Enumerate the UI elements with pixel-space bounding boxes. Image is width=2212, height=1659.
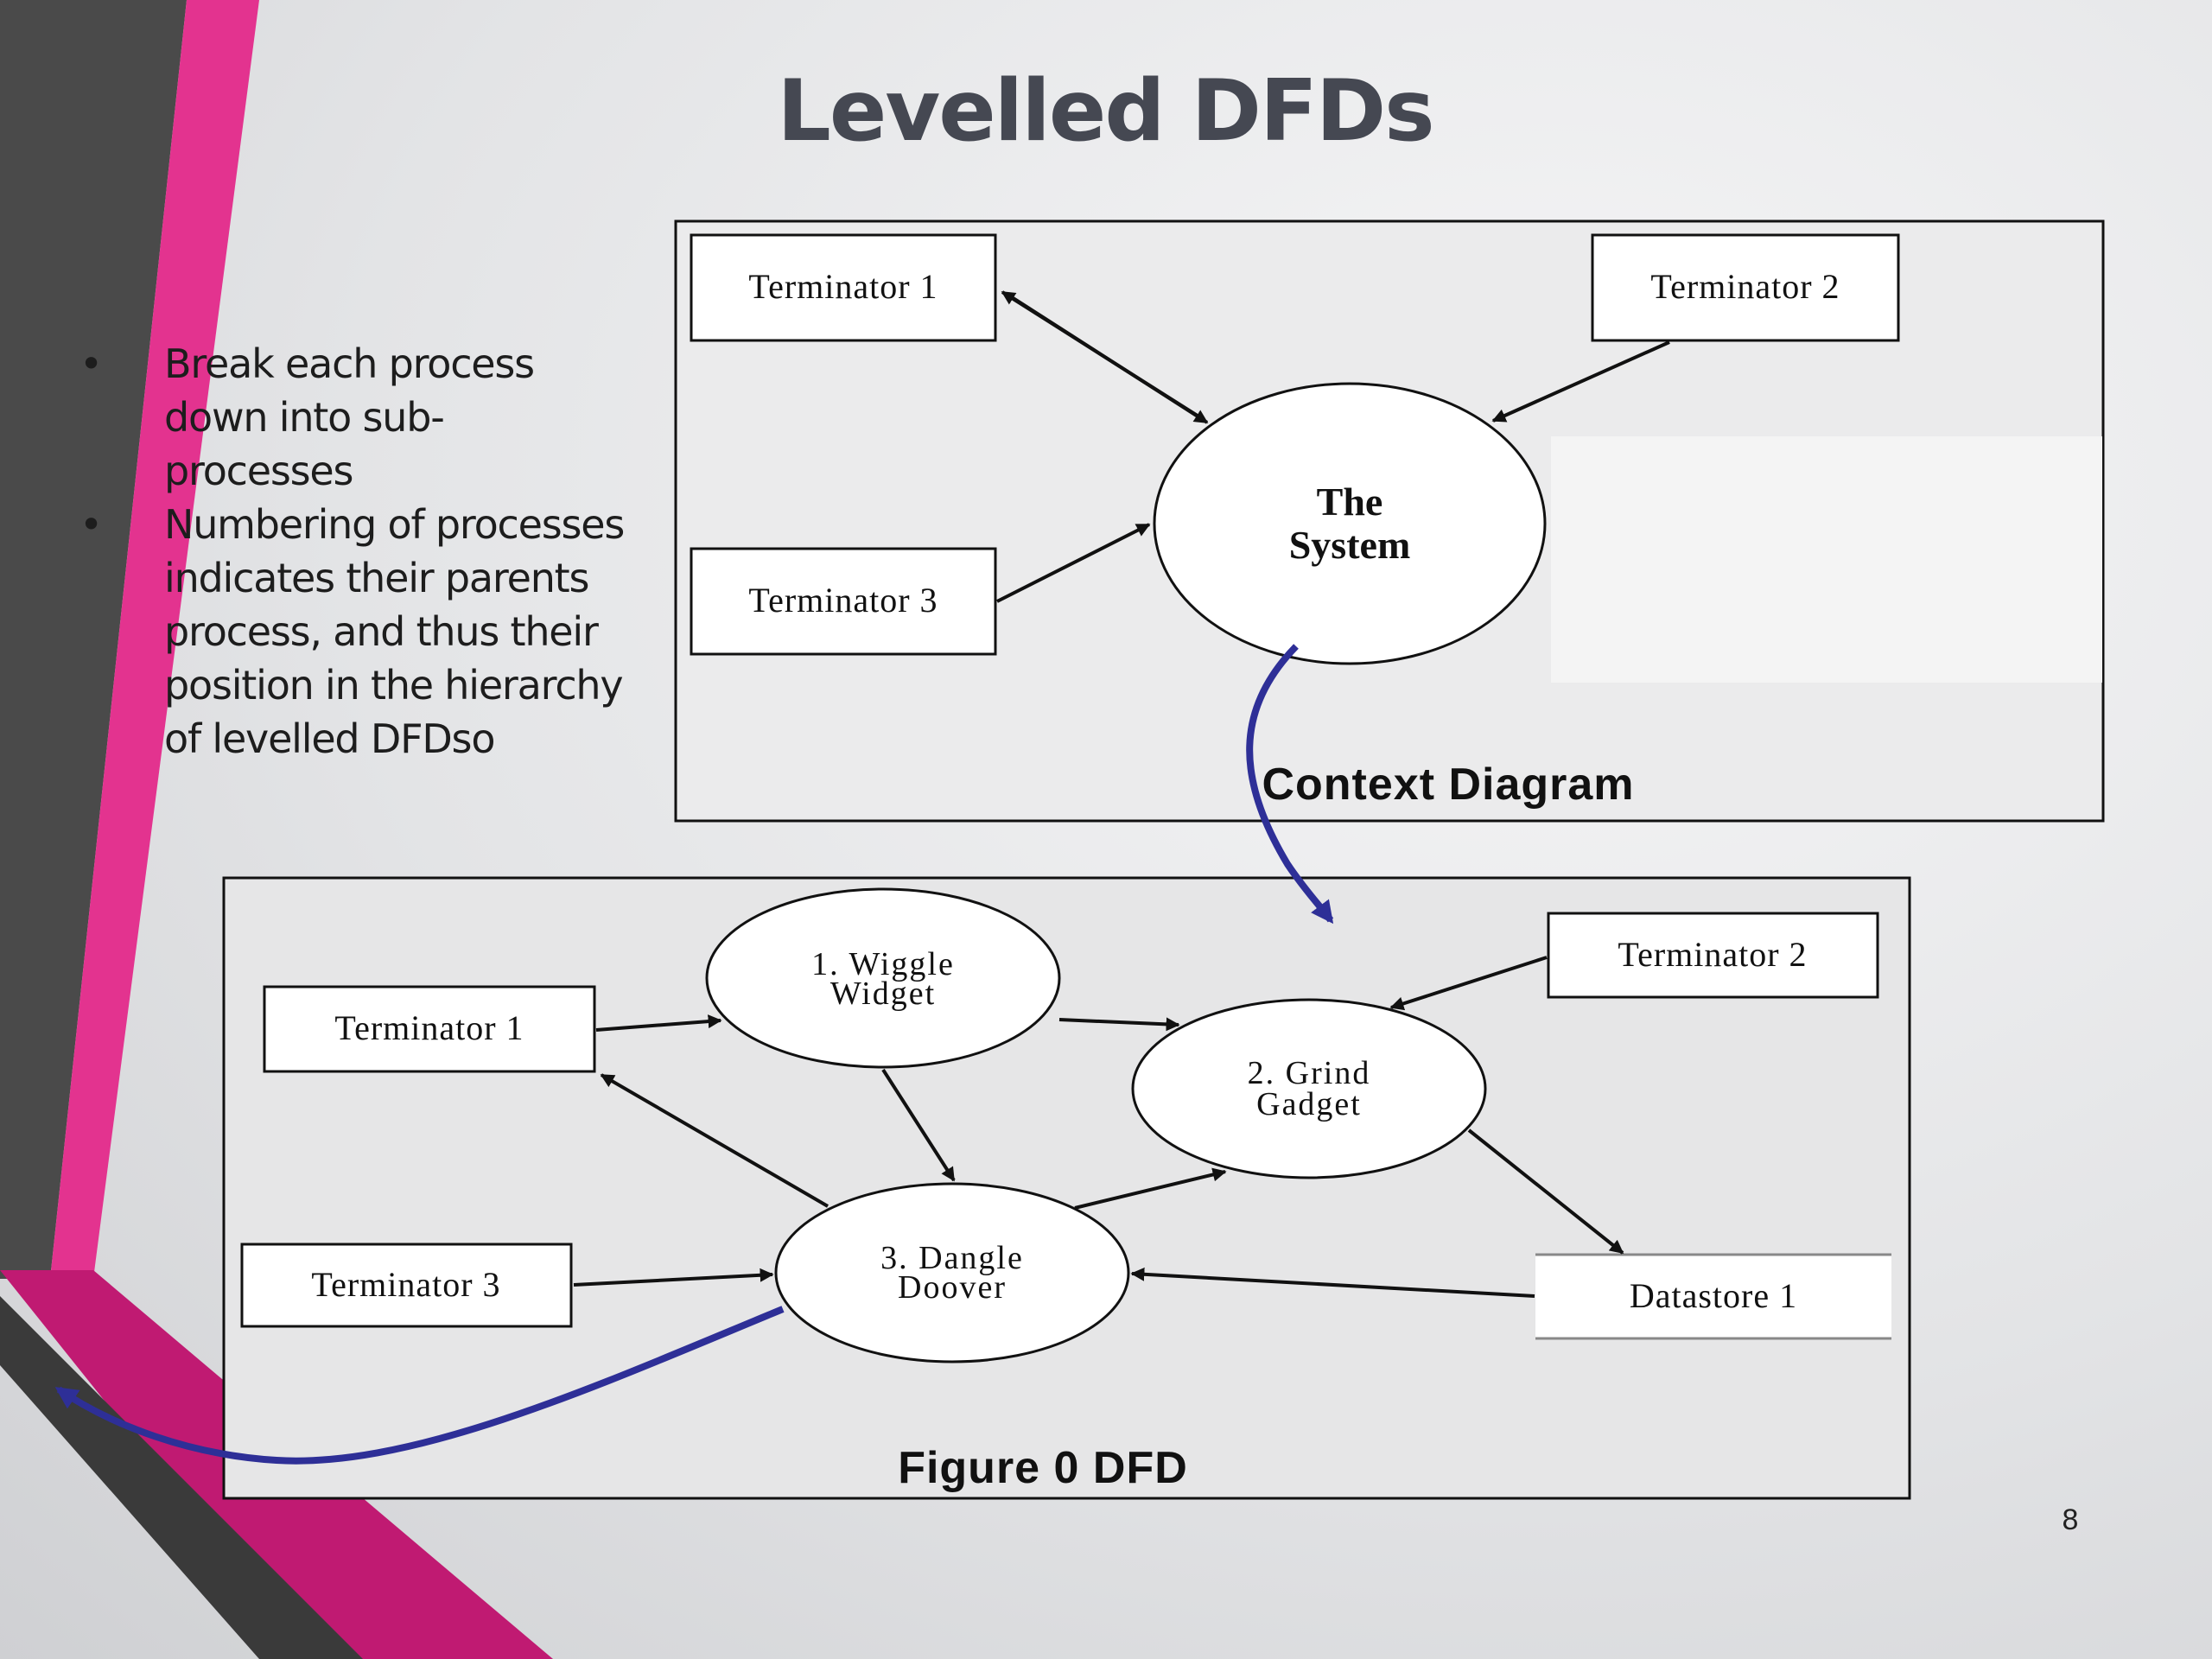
bullet-item: • Numbering of processes indicates their… [79,498,667,766]
figure0-datastore-label: Datastore 1 [1630,1276,1797,1315]
figure0-terminator-3-label: Terminator 3 [311,1265,500,1304]
figure0-terminator-2: Terminator 2 [1547,912,1879,999]
figure0-terminator-3: Terminator 3 [240,1243,573,1328]
figure0-terminator-1-label: Terminator 1 [334,1008,524,1047]
process-dangle-doover: 3. Dangle Doover [774,1182,1130,1363]
context-terminator-1: Terminator 1 [690,233,997,342]
process-1-line1: 1. Wiggle [811,946,955,982]
page-number: 8 [2062,1503,2079,1536]
process-2-line2: Gadget [1256,1086,1362,1122]
context-process-the-system: The System [1153,382,1547,665]
figure0-terminator-1: Terminator 1 [263,985,596,1073]
bullet-icon: • [79,340,103,387]
flow-arrow [996,523,1151,603]
context-process-line2: System [1289,523,1411,567]
bullet-line: process, and thus their [164,608,599,655]
context-terminator-2: Terminator 2 [1591,233,1900,342]
level-down-arrow [1246,644,1334,925]
context-terminator-3: Terminator 3 [690,547,997,656]
flow-arrow [881,1068,956,1182]
flow-arrow [1074,1167,1227,1210]
level-down-arrow-2 [54,1306,785,1465]
figure0-caption: Figure 0 DFD [898,1443,1188,1493]
process-1-line2: Widget [830,976,936,1012]
flow-arrow [1001,290,1205,421]
bullet-line: down into sub- [164,394,445,441]
flow-arrow [1491,340,1670,423]
context-diagram: Terminator 1 Terminator 2 Terminator 3 T… [674,219,2105,823]
flow-arrow [600,1073,830,1208]
context-diagram-caption: Context Diagram [1262,760,1634,810]
flow-arrow [1058,1017,1180,1032]
context-process-line1: The [1317,480,1383,524]
context-terminator-3-label: Terminator 3 [748,581,938,620]
flow-arrow [573,1268,774,1287]
bullet-icon: • [79,501,103,548]
bullet-item: • Break each process down into sub- proc… [79,337,667,498]
slide-title: Levelled DFDs [777,62,1434,161]
flow-arrow [1467,1128,1624,1255]
process-3-line2: Doover [898,1269,1007,1306]
flow-arrow [1130,1267,1535,1298]
bullet-line: Numbering of processes [164,501,625,548]
figure0-diagram: Terminator 1 Terminator 2 Terminator 3 D… [222,876,1911,1500]
context-terminator-1-label: Terminator 1 [748,267,938,306]
figure0-datastore-1: Datastore 1 [1535,1253,1891,1340]
process-2-line1: 2. Grind [1248,1055,1371,1091]
process-grind-gadget: 2. Grind Gadget [1131,998,1487,1179]
bullet-line: Break each process [164,340,535,387]
bullet-list: • Break each process down into sub- proc… [79,337,667,766]
process-wiggle-widget: 1. Wiggle Widget [705,887,1061,1069]
context-terminator-2-label: Terminator 2 [1650,267,1840,306]
figure0-terminator-2-label: Terminator 2 [1618,935,1807,974]
bullet-line: processes [164,448,353,494]
flow-arrow [595,1014,722,1032]
process-3-line1: 3. Dangle [880,1240,1024,1276]
flow-arrow [1389,956,1548,1011]
bullet-line: of levelled DFDso [164,715,495,762]
bullet-line: indicates their parents [164,555,589,601]
context-blank-area [1551,436,2102,683]
bullet-line: position in the hierarchy [164,662,624,709]
